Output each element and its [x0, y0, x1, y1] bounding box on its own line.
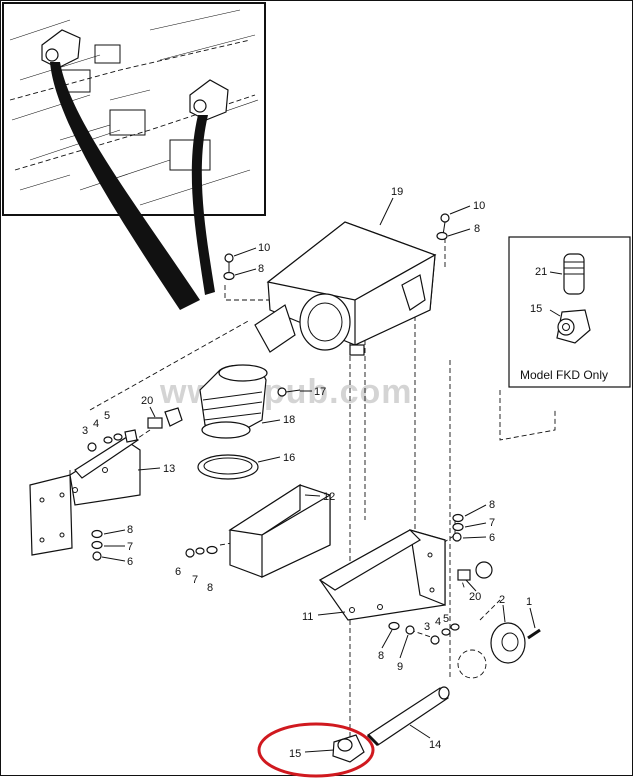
- tube-14: [366, 686, 450, 747]
- housing-19: [254, 221, 437, 356]
- callout-4-left: 4: [93, 418, 99, 430]
- channel-12: [228, 483, 331, 578]
- hardware-8-7-6-right-icon: [452, 513, 464, 542]
- callout-12: 12: [323, 491, 335, 503]
- screw-10-left-icon: [223, 253, 235, 281]
- callout-8-right: 8: [474, 223, 480, 235]
- callout-13: 13: [163, 463, 175, 475]
- callout-8-left: 8: [258, 263, 264, 275]
- callout-5-right: 5: [443, 613, 449, 625]
- elbow-15: [332, 734, 365, 763]
- callout-18: 18: [283, 414, 295, 426]
- callout-11: 11: [302, 611, 313, 623]
- screw-17-icon: [277, 387, 301, 397]
- screw-10-right-icon: [436, 213, 450, 241]
- hardware-8-7-6-left-icon: [91, 529, 103, 561]
- callout-20-right: 20: [469, 591, 481, 603]
- left-connector-icon: [41, 29, 81, 69]
- callout-15-highlighted: 15: [289, 748, 301, 760]
- callout-labels: 19 10 8 10 8 21 15 17 18 16 20 3 4 5 13 …: [82, 186, 547, 760]
- screw-1-icon: [527, 628, 541, 640]
- callout-15-inset: 15: [530, 303, 542, 315]
- callout-9: 9: [397, 661, 403, 673]
- callout-21: 21: [535, 266, 547, 278]
- model-fkd-note: Model FKD Only: [520, 368, 608, 382]
- bracket-11: [318, 529, 446, 621]
- callout-16: 16: [283, 452, 295, 464]
- callout-7-middle: 7: [192, 574, 198, 586]
- right-cable: [191, 115, 215, 295]
- flange-2: [490, 622, 526, 664]
- hardware-3-4-5-left-icon: [87, 429, 138, 452]
- duct-18: [199, 364, 268, 439]
- callout-6-right-lower: 6: [489, 532, 495, 544]
- callout-4-right: 4: [435, 616, 441, 628]
- right-connector-icon: [189, 79, 229, 121]
- callout-3-left: 3: [82, 425, 88, 437]
- callout-19: 19: [391, 186, 403, 198]
- callout-17: 17: [314, 386, 326, 398]
- left-cable: [50, 62, 200, 310]
- callout-6-middle: 6: [175, 566, 181, 578]
- gear-outline-icon: [457, 649, 487, 679]
- spacer-20-left-icon: [147, 407, 183, 429]
- callout-5-left: 5: [104, 410, 110, 422]
- highlight-circle: [257, 722, 375, 778]
- callout-7-lower-left: 7: [127, 541, 133, 553]
- model-fkd-inset: Model FKD Only: [508, 236, 631, 388]
- fitting-21-icon: [563, 253, 585, 295]
- hardware-lower-right-icon: [388, 621, 460, 645]
- callout-7-right-lower: 7: [489, 517, 495, 529]
- elbow-15-icon: [556, 309, 591, 344]
- callout-14: 14: [429, 739, 441, 751]
- callout-6-lower-left: 6: [127, 556, 133, 568]
- bracket-13: [29, 434, 141, 556]
- spacer-20-right-icon: [457, 561, 493, 581]
- callout-8-right-lower: 8: [489, 499, 495, 511]
- callout-20-left: 20: [141, 395, 153, 407]
- leader-lines: [101, 197, 563, 753]
- callout-10-left: 10: [258, 242, 270, 254]
- callout-8-middle: 8: [207, 582, 213, 594]
- callout-10-right: 10: [473, 200, 485, 212]
- connector-detail-inset: [2, 2, 266, 310]
- clamp-16: [197, 454, 259, 480]
- callout-2: 2: [499, 594, 505, 606]
- callout-8-lower-left: 8: [127, 524, 133, 536]
- callout-8-bottom: 8: [378, 650, 384, 662]
- hardware-6-7-8-middle-icon: [185, 545, 218, 558]
- callout-3-right: 3: [424, 621, 430, 633]
- callout-1: 1: [526, 596, 532, 608]
